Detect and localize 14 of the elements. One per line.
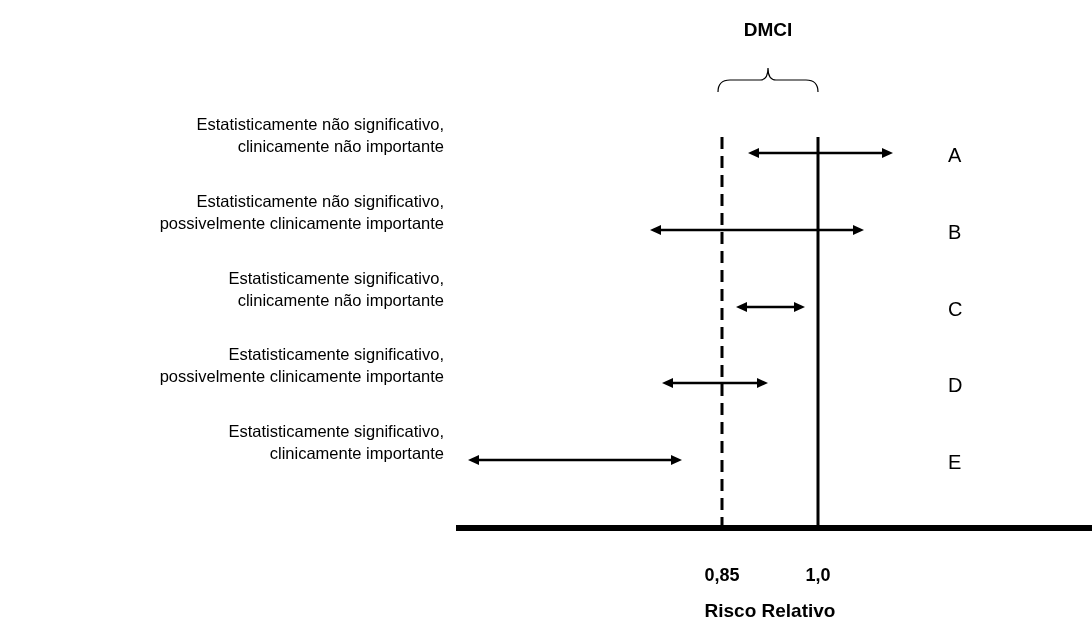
row-letter: A	[948, 143, 962, 168]
row-description: Estatisticamente significativo, possivelmente clinicamente importante	[159, 344, 444, 387]
row-letter: E	[948, 450, 962, 475]
row-letter: B	[948, 220, 962, 245]
row-letter: C	[948, 297, 963, 322]
bracket-label: DMCI	[742, 18, 794, 42]
row-letter: D	[948, 373, 963, 398]
row-description: Estatisticamente não significativo, possivelmente clinicamente importante	[159, 191, 444, 234]
tick-label: 1,0	[804, 564, 832, 587]
axis-title: Risco Relativo	[703, 599, 837, 623]
row-description: Estatisticamente não significativo, clinicamente não importante	[196, 114, 444, 157]
row-description: Estatisticamente significativo, clinicamente importante	[228, 421, 444, 464]
tick-label: 0,85	[703, 564, 741, 587]
row-description: Estatisticamente significativo, clinicamente não importante	[228, 268, 444, 311]
